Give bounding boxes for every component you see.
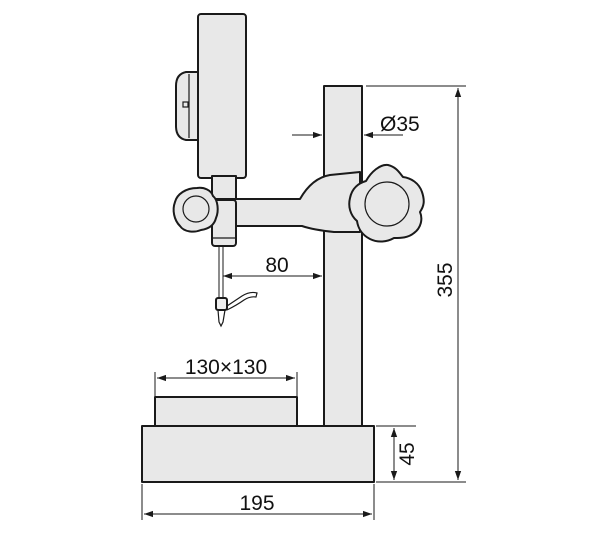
contact-point-holder <box>215 297 228 311</box>
lifting-lever <box>226 291 258 311</box>
dim-label-column-diameter: Ø35 <box>380 113 420 136</box>
dim-total-height: 355 <box>366 85 466 483</box>
dim-base-height: 45 <box>376 425 419 480</box>
gauge-neck <box>211 175 237 201</box>
anvil-plate <box>154 396 298 427</box>
gauge-button <box>182 101 189 108</box>
dim-label-total-height: 355 <box>434 262 457 297</box>
dim-arm-reach: 80 <box>223 254 322 280</box>
dim-label-arm-reach: 80 <box>265 254 288 277</box>
gauge-body <box>197 13 247 179</box>
dim-base-width: 195 <box>141 484 375 520</box>
column <box>323 85 363 427</box>
dim-label-anvil-size: 130×130 <box>185 356 267 379</box>
dim-label-base-width: 195 <box>239 492 274 515</box>
dim-label-base-height: 45 <box>396 442 419 465</box>
contact-point <box>217 309 226 328</box>
gauge-clamp-knob <box>172 186 219 233</box>
base-block <box>141 425 375 483</box>
gauge-bezel <box>175 71 199 141</box>
arm-clamp-knob <box>348 163 425 243</box>
holding-arm <box>211 171 361 233</box>
dim-anvil-size: 130×130 <box>154 356 298 396</box>
dim-column-diameter: Ø35 <box>292 113 420 139</box>
